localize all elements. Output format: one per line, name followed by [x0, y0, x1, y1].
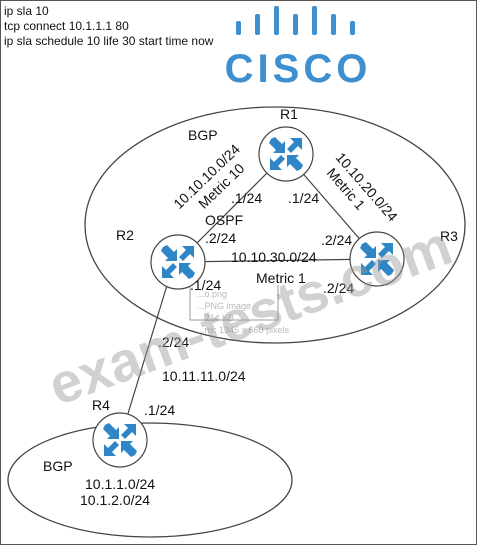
r4-network: 10.1.1.0/24: [85, 476, 155, 492]
link-r2-r3-r3-end: .2/24: [323, 280, 354, 296]
link-r1-r2-r1-end: .1/24: [231, 190, 262, 206]
link-r2-r4-network: 10.11.11.0/24: [162, 368, 246, 384]
bgp-area-bottom-label: BGP: [43, 458, 73, 474]
router-r4-label: R4: [92, 397, 110, 413]
cisco-logo-text: CISCO: [225, 47, 372, 91]
cisco-logo: CISCO: [225, 6, 372, 91]
ghost-box: [189, 285, 279, 321]
config-line: ip sla 10: [4, 4, 49, 18]
ospf-area-label: OSPF: [205, 212, 243, 228]
bgp-area-bottom: [7, 422, 293, 538]
link-r2-r3-r2-end: .1/24: [190, 277, 221, 293]
link-r2-r3-network: 10.10.30.0/24: [231, 249, 317, 265]
bgp-area-top-label: BGP: [188, 127, 218, 143]
ghost-text: ...o.png: [197, 289, 227, 299]
link-r2-r3-metric: Metric 1: [256, 270, 306, 286]
router-r4-icon: [92, 412, 148, 468]
ip-sla-config: ip sla 10 tcp connect 10.1.1.1 80 ip sla…: [4, 4, 213, 49]
ghost-text: ...214 KB: [197, 313, 234, 323]
ghost-text: ...PNG image: [197, 301, 251, 311]
bgp-area-top: [84, 106, 466, 344]
link-r2-r4-r2-end: .2/24: [158, 334, 189, 350]
router-r2-label: R2: [116, 227, 134, 243]
link-r2-r4-r4-end: .1/24: [144, 402, 175, 418]
router-r3-label: R3: [440, 228, 458, 244]
link-r2-r3: [177, 258, 378, 263]
router-r1-icon: [258, 126, 314, 182]
link-r1-r2-r2-end: .2/24: [205, 230, 236, 246]
config-line: tcp connect 10.1.1.1 80: [4, 19, 129, 33]
router-r1-label: R1: [280, 106, 298, 122]
link-r1-r3-r3-end: .2/24: [321, 232, 352, 248]
r4-network: 10.1.2.0/24: [80, 492, 150, 508]
ghost-text: ...ns: 1345 x 660 pixels: [197, 325, 290, 335]
config-line: ip sla schedule 10 life 30 start time no…: [4, 34, 214, 48]
link-r1-r3-r1-end: .1/24: [288, 190, 319, 206]
